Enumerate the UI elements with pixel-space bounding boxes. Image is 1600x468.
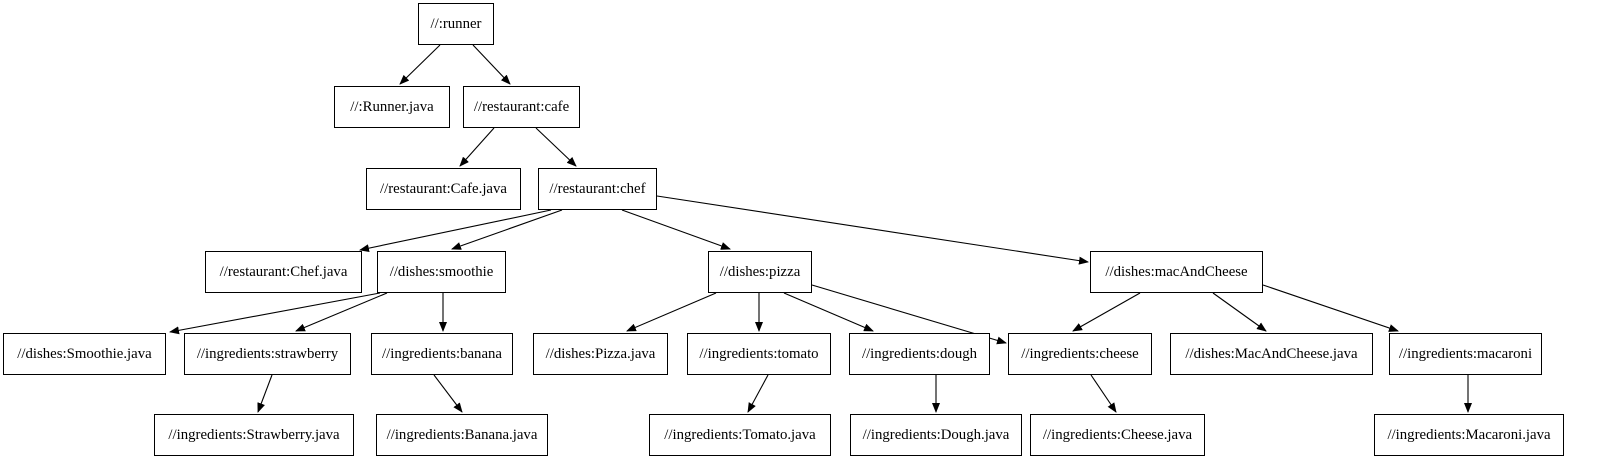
graph-node-label: //dishes:smoothie [389, 263, 494, 280]
graph-node-mac_java[interactable]: //dishes:MacAndCheese.java [1170, 333, 1373, 375]
graph-node-label: //ingredients:Cheese.java [1042, 426, 1193, 443]
graph-node-label: //ingredients:dough [861, 345, 978, 362]
graph-node-ing_dough[interactable]: //ingredients:dough [849, 333, 990, 375]
graph-node-runner_java[interactable]: //:Runner.java [334, 86, 450, 128]
graph-node-label: //dishes:Smoothie.java [17, 345, 152, 362]
graph-node-ing_banana[interactable]: //ingredients:banana [371, 333, 513, 375]
graph-node-runner[interactable]: //:runner [418, 3, 494, 45]
graph-node-ing_tomato[interactable]: //ingredients:tomato [687, 333, 831, 375]
graph-node-label: //dishes:pizza [719, 263, 801, 280]
graph-node-ing_strawberry[interactable]: //ingredients:strawberry [184, 333, 351, 375]
graph-node-label: //ingredients:strawberry [196, 345, 339, 362]
graph-node-restaurant_chef[interactable]: //restaurant:chef [538, 168, 657, 210]
graph-node-dishes_mac[interactable]: //dishes:macAndCheese [1090, 251, 1263, 293]
graph-node-label: //dishes:macAndCheese [1105, 263, 1248, 280]
graph-node-restaurant_cafe[interactable]: //restaurant:cafe [463, 86, 580, 128]
graph-node-ing_macaroni[interactable]: //ingredients:macaroni [1389, 333, 1542, 375]
graph-node-strawberry_java[interactable]: //ingredients:Strawberry.java [154, 414, 354, 456]
graph-node-label: //ingredients:banana [382, 345, 502, 362]
graph-node-label: //ingredients:tomato [699, 345, 819, 362]
graph-node-label: //ingredients:Tomato.java [664, 426, 816, 443]
graph-node-label: //ingredients:Banana.java [386, 426, 538, 443]
graph-node-label: //ingredients:Strawberry.java [168, 426, 340, 443]
graph-node-label: //dishes:Pizza.java [545, 345, 656, 362]
graph-node-label: //ingredients:Dough.java [862, 426, 1010, 443]
graph-node-label: //dishes:MacAndCheese.java [1185, 345, 1358, 362]
graph-node-pizza_java[interactable]: //dishes:Pizza.java [533, 333, 668, 375]
graph-node-tomato_java[interactable]: //ingredients:Tomato.java [649, 414, 831, 456]
graph-node-ing_cheese[interactable]: //ingredients:cheese [1008, 333, 1152, 375]
graph-node-dishes_pizza[interactable]: //dishes:pizza [708, 251, 812, 293]
graph-node-label: //restaurant:Cafe.java [380, 180, 507, 197]
graph-node-label: //ingredients:cheese [1021, 345, 1139, 362]
graph-node-label: //restaurant:chef [549, 180, 646, 197]
graph-node-banana_java[interactable]: //ingredients:Banana.java [376, 414, 548, 456]
graph-node-label: //:Runner.java [350, 98, 434, 115]
graph-node-dishes_smoothie[interactable]: //dishes:smoothie [377, 251, 506, 293]
graph-node-dough_java[interactable]: //ingredients:Dough.java [850, 414, 1022, 456]
graph-node-cheese_java[interactable]: //ingredients:Cheese.java [1030, 414, 1205, 456]
graph-node-label: //:runner [430, 15, 482, 32]
graph-node-smoothie_java[interactable]: //dishes:Smoothie.java [3, 333, 166, 375]
graph-node-chef_java[interactable]: //restaurant:Chef.java [205, 251, 362, 293]
graph-node-macaroni_java[interactable]: //ingredients:Macaroni.java [1374, 414, 1564, 456]
graph-node-cafe_java[interactable]: //restaurant:Cafe.java [366, 168, 521, 210]
graph-node-label: //ingredients:macaroni [1398, 345, 1533, 362]
graph-node-label: //restaurant:Chef.java [219, 263, 348, 280]
graph-node-label: //ingredients:Macaroni.java [1387, 426, 1551, 443]
graph-node-label: //restaurant:cafe [473, 98, 570, 115]
